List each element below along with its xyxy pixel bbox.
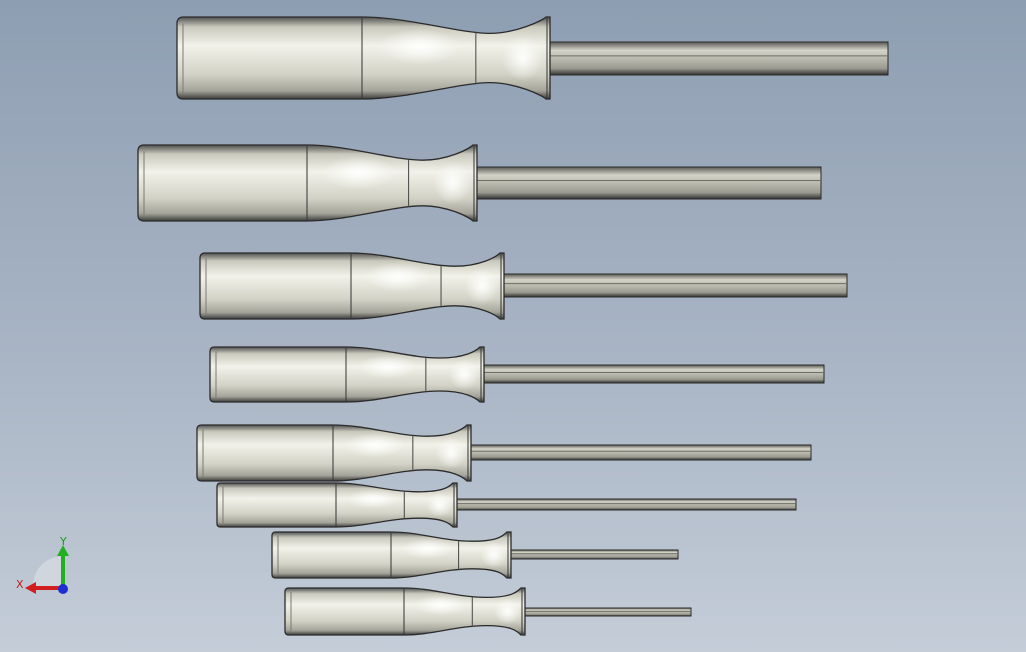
handle-highlight — [345, 432, 406, 458]
screwdriver-set — [137, 16, 889, 636]
x-axis-arrowhead — [25, 582, 36, 594]
neck-highlight — [426, 492, 454, 518]
hex-shaft[interactable] — [508, 549, 679, 560]
hex-shaft[interactable] — [481, 364, 825, 384]
handle-highlight — [346, 489, 400, 509]
handle[interactable] — [199, 252, 505, 320]
handle-highlight — [401, 538, 454, 559]
handle[interactable] — [209, 346, 485, 403]
hex-shaft[interactable] — [547, 41, 889, 76]
neck-highlight — [433, 161, 472, 205]
neck-highlight — [435, 437, 467, 469]
handle-highlight — [322, 155, 397, 190]
screwdriver-6[interactable] — [216, 482, 797, 528]
hex-shaft[interactable] — [522, 607, 692, 617]
y-axis-label: Y — [59, 535, 67, 548]
screwdriver-1[interactable] — [176, 16, 889, 100]
neck-highlight — [480, 542, 508, 568]
screwdriver-8[interactable] — [284, 587, 692, 636]
hex-shaft[interactable] — [474, 166, 822, 200]
screwdriver-7[interactable] — [271, 531, 679, 579]
screwdriver-3[interactable] — [199, 252, 848, 320]
screwdriver-2[interactable] — [137, 144, 822, 222]
handle[interactable] — [196, 424, 472, 482]
neck-highlight — [494, 598, 522, 625]
z-axis-dot — [58, 584, 68, 594]
handle[interactable] — [284, 587, 526, 636]
handle-highlight — [358, 354, 419, 379]
hex-shaft[interactable] — [501, 273, 848, 298]
handle-highlight — [364, 262, 432, 292]
handle-highlight — [378, 28, 461, 65]
coordinate-triad: Y X — [16, 535, 69, 594]
screwdriver-5[interactable] — [196, 424, 812, 482]
neck-highlight — [464, 267, 500, 305]
triad-plane-shadow — [33, 556, 63, 586]
screwdriver-4[interactable] — [209, 346, 825, 403]
x-axis-label: X — [16, 578, 24, 591]
neck-highlight — [501, 35, 544, 81]
handle[interactable] — [216, 482, 458, 528]
handle-highlight — [414, 594, 468, 616]
neck-highlight — [448, 359, 480, 390]
handle[interactable] — [176, 16, 551, 100]
hex-shaft[interactable] — [468, 444, 812, 461]
hex-shaft[interactable] — [454, 498, 797, 511]
y-axis-arrowhead — [57, 545, 69, 556]
